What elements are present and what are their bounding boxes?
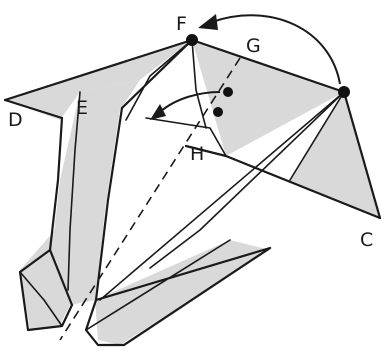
- point-f-dot: [186, 34, 198, 46]
- label-g: G: [246, 35, 261, 57]
- label-e: E: [76, 97, 88, 119]
- point-right-dot: [338, 86, 350, 98]
- label-f: F: [176, 13, 187, 35]
- label-c: C: [360, 229, 373, 251]
- point-g-dot-lower: [213, 107, 223, 117]
- label-h: H: [190, 143, 204, 165]
- point-g-dot-upper: [223, 87, 233, 97]
- arc-arrowhead-icon: [198, 14, 218, 30]
- label-d: D: [8, 109, 23, 131]
